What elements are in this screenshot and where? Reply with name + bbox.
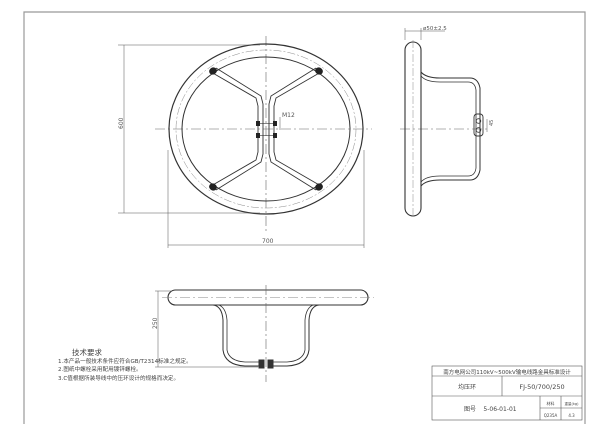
drawing-number-label: 图号 — [464, 406, 476, 413]
dim-height-600: 600 — [118, 117, 125, 129]
weight-label: 重量(kg) — [565, 401, 580, 406]
part-name: 均压环 — [458, 383, 476, 391]
tech-requirements-title: 技术要求 — [72, 348, 102, 357]
tech-requirement-1: 1.本产品一般技术条件应符合GB/T2314标准之规定。 — [58, 359, 192, 365]
material-label: 材料 — [547, 400, 555, 406]
side-view: ø50±2.5 45 — [400, 26, 495, 218]
weight-value: 4.3 — [568, 413, 575, 418]
bolt-label: M12 — [282, 112, 295, 119]
dim-tube-diameter: ø50±2.5 — [423, 26, 447, 32]
front-view: 600 700 M12 — [118, 36, 372, 248]
dim-width-700: 700 — [262, 238, 274, 245]
dim-height-250: 250 — [152, 317, 159, 329]
technical-requirements: 技术要求 1.本产品一般技术条件应符合GB/T2314标准之规定。 2.图纸中螺… — [58, 348, 192, 383]
tech-requirement-2: 2.图纸中螺栓采用配用镀锌螺栓。 — [58, 367, 142, 374]
tech-requirement-3: 3.C值根据所装导线中的压环设计的规格而决定。 — [58, 375, 180, 382]
dim-bolt-spacing: 45 — [489, 120, 495, 126]
project-title: 南方电网公司110kV~500kV输电线路金具标准设计 — [443, 368, 571, 376]
title-block: 南方电网公司110kV~500kV输电线路金具标准设计 均压环 FJ-50/70… — [431, 365, 583, 421]
material-value: Q235A — [544, 413, 558, 418]
model-number: FJ-50/700/250 — [519, 383, 564, 391]
drawing-frame — [23, 11, 586, 424]
drawing-number: 5-06-01-01 — [483, 406, 516, 413]
bottom-view: 250 — [152, 285, 374, 382]
bolt-icon — [256, 121, 277, 138]
